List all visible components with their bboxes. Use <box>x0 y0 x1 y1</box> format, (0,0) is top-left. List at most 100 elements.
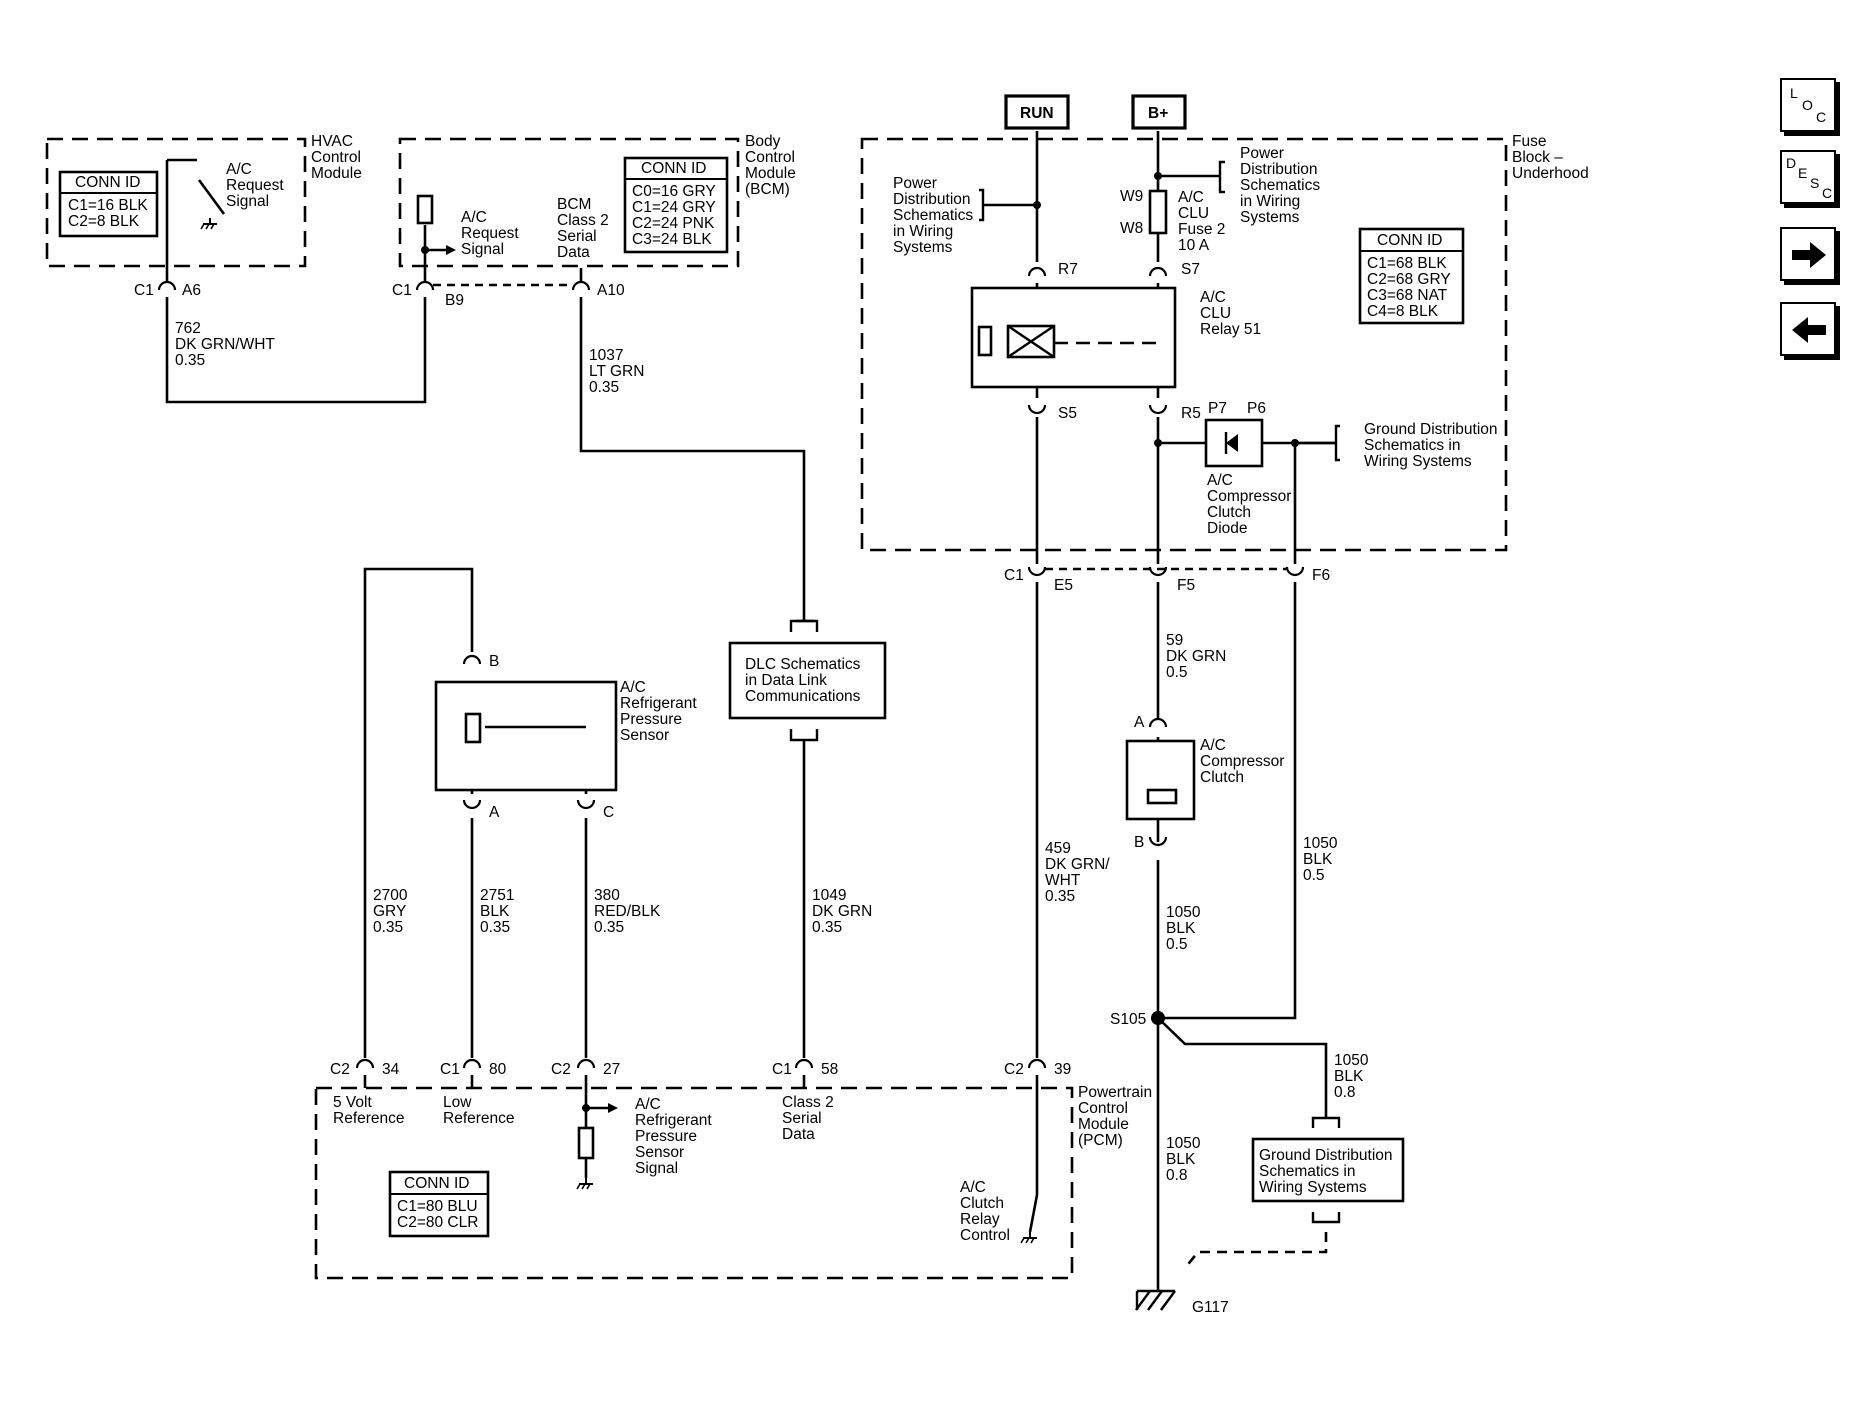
hvac-ground-icon <box>200 217 218 230</box>
pcm-conn-id-lines: C1=80 BLU C2=80 CLR <box>397 1198 482 1231</box>
splice-s105-dot <box>1151 1011 1165 1025</box>
sensor-box <box>434 680 618 792</box>
pin-s5: S5 <box>1058 405 1077 422</box>
wire-2751-label: 2751 BLK 0.35 <box>480 887 519 936</box>
wire-1050b-label: 1050 BLK 0.5 <box>1303 835 1342 884</box>
wire-2700 <box>363 567 474 1058</box>
desc-button[interactable]: D E S C <box>1780 150 1836 204</box>
pcm-signal-dot <box>582 1104 590 1112</box>
bcm-title: Body Control Module (BCM) <box>745 133 800 198</box>
pin-r5: R5 <box>1181 405 1201 422</box>
loc-letter-l: L <box>1790 85 1798 101</box>
pin-c1: C1 <box>1004 567 1024 584</box>
clutch-pin-a: A <box>1134 714 1145 731</box>
ground-ref-top-bracket <box>1311 1116 1341 1128</box>
dlc-bottom-bracket <box>789 729 819 742</box>
pcm-low-ref-label: Low Reference <box>443 1094 515 1127</box>
g117-ground-icon <box>1135 1289 1176 1311</box>
relay-label: A/C CLU Relay 51 <box>1200 289 1261 338</box>
pin-w9: W9 <box>1120 188 1143 205</box>
sensor-resistor <box>464 712 482 744</box>
hvac-module-box <box>45 137 307 268</box>
clutch-label: A/C Compressor Clutch <box>1200 737 1289 786</box>
hvac-title: HVAC Control Module <box>311 133 365 182</box>
bcm-conn-id-lines: C0=16 GRY C1=24 GRY C2=24 PNK C3=24 BLK <box>632 183 720 248</box>
bplus-source-box <box>1131 94 1187 130</box>
relay-coil-resistor <box>977 325 993 357</box>
pin-w8: W8 <box>1120 220 1143 237</box>
fuse-block-box <box>860 137 1508 552</box>
wire-1037-label: 1037 LT GRN 0.35 <box>589 347 649 396</box>
sensor-pin-a: A <box>489 804 500 821</box>
ground-ref-bracket <box>1334 424 1340 462</box>
bplus-label: B+ <box>1148 105 1168 122</box>
fuse-body <box>1148 189 1168 235</box>
pcm-relay-ctrl-label: A/C Clutch Relay Control <box>960 1179 1010 1244</box>
ground-ref-box <box>1251 1137 1405 1203</box>
bcm-junction-dot <box>421 246 429 254</box>
pcm-module-box <box>314 1086 1074 1280</box>
diode-left-dot <box>1154 439 1162 447</box>
diode-label: A/C Compressor Clutch Diode <box>1207 472 1296 537</box>
hvac-switch-blade <box>197 179 226 215</box>
pcm-conn-id-box <box>388 1170 490 1238</box>
dlc-top-bracket <box>789 619 819 632</box>
pin-r7: R7 <box>1058 261 1078 278</box>
loc-letter-o: O <box>1802 97 1813 113</box>
loc-button[interactable]: L O C <box>1780 78 1836 132</box>
dlc-label: DLC Schematics in Data Link Communicatio… <box>745 656 865 705</box>
clutch-box <box>1125 739 1196 821</box>
arrow-right-icon <box>1792 242 1826 268</box>
pcm-pin-39: 39 <box>1054 1061 1071 1078</box>
fuse-block-title: Fuse Block – Underhood <box>1512 133 1589 182</box>
sensor-pin-b: B <box>489 653 499 670</box>
pcm-pin-c1: C1 <box>440 1061 460 1078</box>
run-label: RUN <box>1020 105 1054 122</box>
pcm-sensor-signal-label: A/C Refrigerant Pressure Sensor Signal <box>635 1096 716 1177</box>
wire-459-label: 459 DK GRN/ WHT 0.35 <box>1045 840 1114 905</box>
pcm-relay-ground-icon <box>1020 1231 1038 1244</box>
previous-page-button[interactable] <box>1780 302 1836 356</box>
next-page-button[interactable] <box>1780 227 1836 281</box>
desc-letter-d: D <box>1786 155 1797 171</box>
ground-ref-bottom-bracket <box>1311 1212 1341 1224</box>
pcm-pin-27: 27 <box>603 1061 620 1078</box>
bcm-serial-label: BCM Class 2 Serial Data <box>557 196 613 261</box>
hvac-conn-id-title: CONN ID <box>75 174 140 191</box>
pin-s7: S7 <box>1181 261 1200 278</box>
bplus-power-ref-label: Power Distribution Schematics in Wiring … <box>1240 145 1324 226</box>
clutch-pin-b: B <box>1134 834 1144 851</box>
power-ref2-bracket <box>1218 160 1225 194</box>
bcm-module-box <box>398 137 740 268</box>
pin-f5: F5 <box>1177 577 1195 594</box>
ground-ref-label: Ground Distribution Schematics in Wiring… <box>1364 421 1502 470</box>
pin-f6: F6 <box>1312 567 1330 584</box>
wire-1050b <box>1158 582 1297 1020</box>
pin-p7: P7 <box>1208 400 1227 417</box>
pcm-conn-id-title: CONN ID <box>404 1175 469 1192</box>
fuse-label: A/C CLU Fuse 2 10 A <box>1178 189 1230 254</box>
pin-p6: P6 <box>1247 400 1266 417</box>
run-source-box <box>1004 94 1070 130</box>
ground-ref-dash <box>1183 1232 1328 1269</box>
pcm-pin-c2b: C2 <box>551 1061 571 1078</box>
ground-g117-label: G117 <box>1192 1299 1229 1316</box>
pcm-pin-c1b: C1 <box>772 1061 792 1078</box>
pcm-class2-label: Class 2 Serial Data <box>782 1094 838 1143</box>
relay-coil-x2 <box>1007 325 1055 358</box>
bcm-conn-id-title: CONN ID <box>641 160 706 177</box>
sensor-pin-c: C <box>603 804 614 821</box>
wire-59-label: 59 DK GRN 0.5 <box>1166 632 1231 681</box>
desc-letter-e: E <box>1798 165 1808 181</box>
pcm-sensor-resistor <box>577 1126 595 1160</box>
pin-e5: E5 <box>1054 577 1073 594</box>
pcm-pin-c2c: C2 <box>1004 1061 1024 1078</box>
diode-triangle <box>1226 434 1238 452</box>
dlc-ref-box <box>728 641 887 720</box>
hvac-pin-label: A6 <box>182 282 201 299</box>
relay-box <box>970 286 1177 389</box>
loc-letter-c: C <box>1816 109 1827 125</box>
bcm-pullup-resistor <box>416 194 434 225</box>
wire-762 <box>165 297 427 404</box>
diode-right-dot <box>1291 439 1299 447</box>
